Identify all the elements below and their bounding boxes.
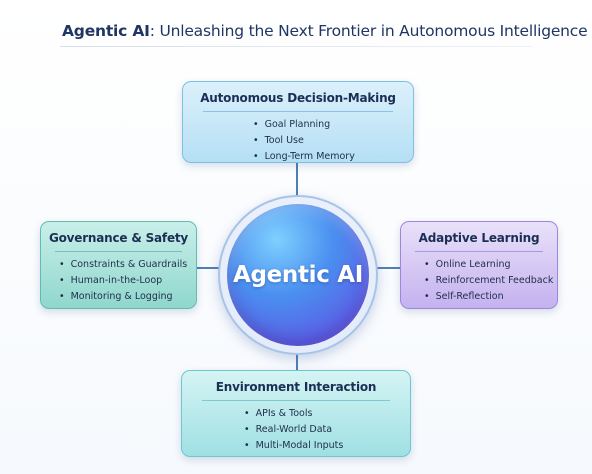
node-adaptive-learning: Adaptive Learning Online Learning Reinfo… [400, 221, 558, 309]
list-item: Human-in-the-Loop [59, 273, 196, 289]
list-item: Real-World Data [244, 422, 410, 438]
node-autonomous-decision-making: Autonomous Decision-Making Goal Planning… [182, 81, 414, 163]
node-environment-interaction: Environment Interaction APIs & Tools Rea… [181, 370, 411, 457]
node-title: Environment Interaction [215, 380, 377, 394]
hub-circle: Agentic AI [227, 204, 369, 346]
node-governance-safety: Governance & Safety Constraints & Guardr… [40, 221, 197, 309]
list-item: Multi-Modal Inputs [244, 438, 410, 454]
list-item: Tool Use [253, 133, 413, 149]
page-title: Agentic AI: Unleashing the Next Frontier… [62, 22, 588, 40]
title-rest: : Unleashing the Next Frontier in Autono… [149, 22, 588, 40]
hub-label: Agentic AI [232, 262, 364, 288]
list-item: Online Learning [424, 257, 557, 273]
node-title: Governance & Safety [48, 231, 189, 245]
node-divider [203, 111, 393, 112]
title-bold: Agentic AI [62, 22, 150, 40]
list-item: Constraints & Guardrails [59, 257, 196, 273]
node-item-list: Goal Planning Tool Use Long-Term Memory [183, 117, 413, 165]
list-item: Reinforcement Feedback [424, 273, 557, 289]
list-item: Monitoring & Logging [59, 289, 196, 305]
list-item: Long-Term Memory [253, 149, 413, 165]
list-item: APIs & Tools [244, 406, 410, 422]
list-item: Self-Reflection [424, 289, 557, 305]
title-divider [60, 46, 532, 47]
node-title: Autonomous Decision-Making [200, 91, 396, 105]
node-item-list: APIs & Tools Real-World Data Multi-Modal… [182, 406, 410, 454]
node-divider [202, 400, 390, 401]
node-divider [55, 251, 182, 252]
node-divider [415, 251, 543, 252]
node-item-list: Constraints & Guardrails Human-in-the-Lo… [41, 257, 196, 305]
node-title: Adaptive Learning [418, 231, 540, 245]
node-item-list: Online Learning Reinforcement Feedback S… [401, 257, 557, 305]
list-item: Goal Planning [253, 117, 413, 133]
